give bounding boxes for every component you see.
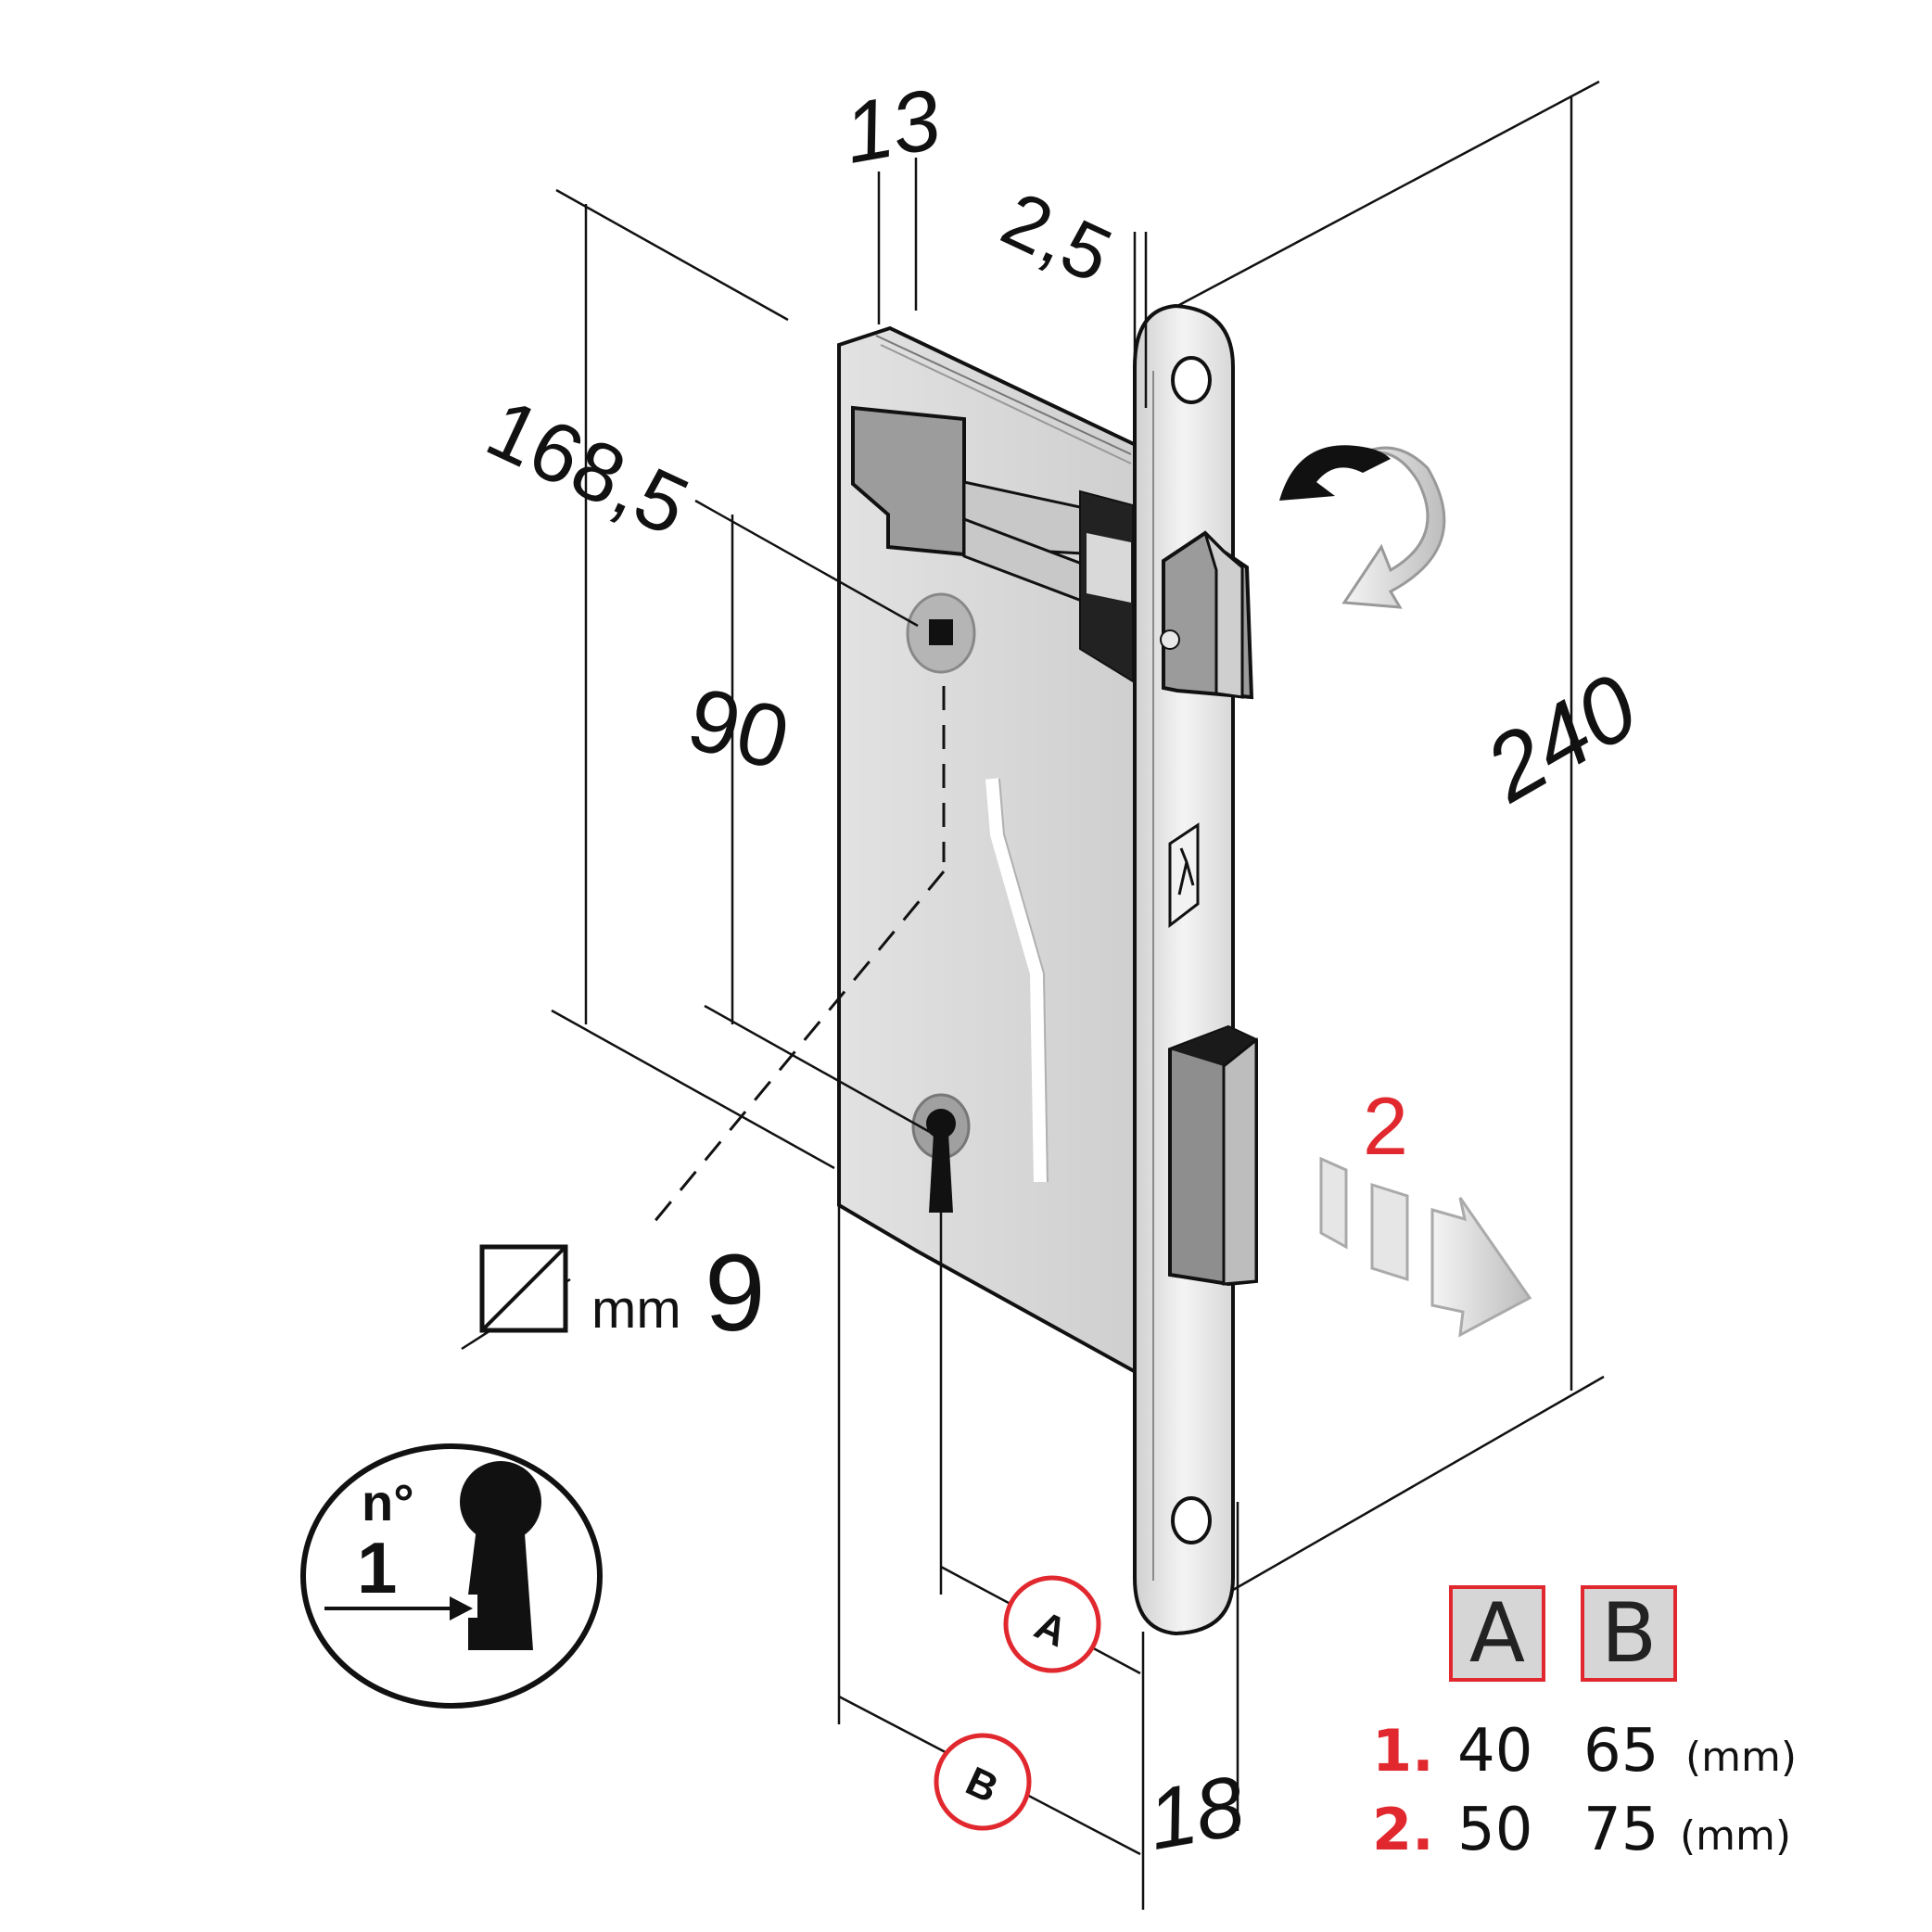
table-header-a-box [1449, 1585, 1545, 1682]
table-header-b: B [1601, 1585, 1657, 1681]
table-row: 2. 50 75 (mm) [1372, 1796, 1791, 1864]
case-keyhole [911, 1093, 971, 1213]
follower-hub [906, 592, 976, 674]
dim-faceplate-thickness: 2,5 [989, 174, 1125, 299]
direction-arrow-icon [1319, 1156, 1532, 1338]
deadbolt [1168, 1024, 1258, 1287]
dim-center-distance: 90 [679, 668, 798, 789]
keyhole-icon [460, 1461, 541, 1650]
key-badge-number: 1 [357, 1527, 397, 1608]
dim-thickness: 13 [837, 72, 947, 182]
dim-faceplate-width: 18 [1141, 1759, 1252, 1868]
table-header-b-box [1581, 1585, 1677, 1682]
size-table: A B 1. 40 65 (mm) 2. 50 75 (mm) [1372, 1585, 1797, 1864]
key-count-badge [300, 1443, 603, 1709]
row-a-value: 50 [1457, 1796, 1532, 1864]
square-size-value: 9 [705, 1232, 766, 1354]
square-spindle-icon [479, 1244, 568, 1333]
dimension-lines [551, 80, 1605, 1910]
bottom-screw-hole [1171, 1496, 1212, 1544]
dim-case-height: 168,5 [474, 382, 702, 554]
brand-logo-icon [1168, 822, 1200, 929]
row-unit: (mm) [1685, 1734, 1797, 1781]
row-unit: (mm) [1680, 1812, 1791, 1860]
top-screw-hole [1171, 356, 1212, 404]
faceplate [1133, 303, 1258, 1636]
reversible-indicator-label: 2 [1363, 1080, 1408, 1172]
row-b-value: 75 [1583, 1796, 1659, 1864]
callout-a: A [1003, 1575, 1101, 1673]
square-size-unit: mm [591, 1279, 681, 1340]
square-leader [647, 686, 946, 1229]
row-a-value: 40 [1457, 1717, 1532, 1786]
callout-b: B [934, 1733, 1032, 1831]
key-badge-prefix: n° [362, 1473, 414, 1532]
lock-case [837, 325, 1138, 1376]
dim-faceplate-length: 240 [1468, 655, 1654, 822]
table-header-a: A [1469, 1585, 1525, 1681]
latch-bolt [1160, 530, 1254, 700]
row-index: 1. [1372, 1717, 1434, 1785]
table-row: 1. 40 65 (mm) [1372, 1717, 1797, 1786]
row-b-value: 65 [1583, 1717, 1659, 1786]
reversible-rotate-icon [1279, 445, 1446, 609]
row-index: 2. [1372, 1796, 1434, 1863]
